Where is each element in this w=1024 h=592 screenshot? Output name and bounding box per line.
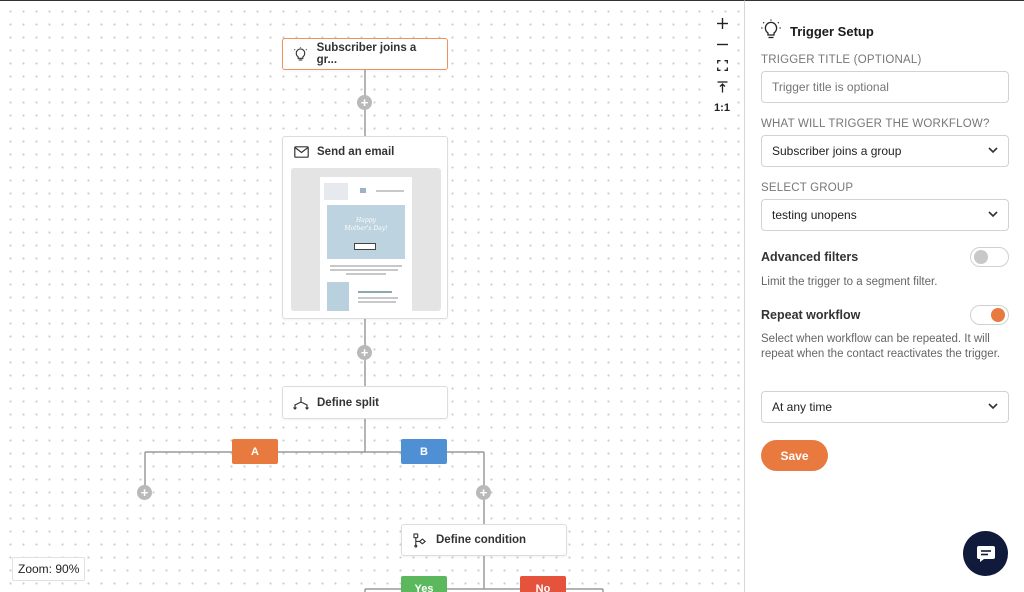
trigger-title-label: TRIGGER TITLE (OPTIONAL) — [761, 54, 922, 66]
split-icon — [293, 395, 309, 411]
workflow-canvas[interactable]: Subscriber joins a gr... + Send an email — [0, 0, 744, 592]
fit-screen-icon[interactable] — [710, 55, 734, 76]
chat-support-button[interactable] — [963, 531, 1008, 576]
email-logo-placeholder — [324, 183, 348, 200]
trigger-type-label: WHAT WILL TRIGGER THE WORKFLOW? — [761, 118, 990, 130]
chevron-down-icon — [988, 147, 998, 154]
add-step-button[interactable]: + — [137, 485, 152, 500]
trigger-title-field[interactable] — [761, 71, 1009, 103]
email-hero-line2: Mother's Day! — [344, 225, 388, 232]
zoom-in-button[interactable] — [710, 13, 734, 34]
save-button[interactable]: Save — [761, 440, 828, 471]
repeat-workflow-toggle[interactable] — [970, 305, 1009, 325]
email-thumbnail: Happy Mother's Day! — [320, 177, 412, 311]
email-secondary-image — [327, 282, 349, 311]
lightbulb-icon — [293, 46, 309, 62]
trigger-type-select[interactable]: Subscriber joins a group — [761, 135, 1009, 167]
add-step-button[interactable]: + — [357, 345, 372, 360]
lightbulb-icon — [761, 19, 781, 44]
email-node-label: Send an email — [317, 146, 395, 158]
repeat-workflow-title: Repeat workflow — [761, 308, 861, 322]
advanced-filters-description: Limit the trigger to a segment filter. — [761, 276, 938, 288]
repeat-workflow-description: Select when workflow can be repeated. It… — [761, 333, 1001, 360]
repeat-frequency-select[interactable]: At any time — [761, 391, 1009, 423]
toggle-knob — [974, 250, 988, 264]
advanced-filters-toggle[interactable] — [970, 247, 1009, 267]
group-value: testing unopens — [772, 208, 857, 222]
select-group-label: SELECT GROUP — [761, 182, 854, 194]
zoom-level: Zoom: 90% — [12, 557, 86, 581]
branch-a-tag[interactable]: A — [232, 439, 278, 464]
envelope-icon — [293, 144, 309, 160]
panel-header: Trigger Setup — [761, 19, 874, 44]
trigger-title-input[interactable] — [772, 80, 998, 94]
trigger-setup-panel: Trigger Setup TRIGGER TITLE (OPTIONAL) W… — [744, 0, 1024, 592]
advanced-filters-title: Advanced filters — [761, 250, 859, 264]
add-step-button[interactable]: + — [357, 95, 372, 110]
email-hero-line1: Happy — [356, 217, 376, 224]
condition-icon — [412, 532, 428, 548]
condition-node[interactable]: Define condition — [401, 524, 567, 556]
toggle-knob — [991, 308, 1005, 322]
email-hero-image: Happy Mother's Day! — [327, 205, 405, 259]
no-branch-tag[interactable]: No — [520, 576, 566, 592]
reset-zoom-button[interactable]: 1:1 — [714, 101, 730, 114]
trigger-type-value: Subscriber joins a group — [772, 144, 902, 158]
zoom-toolbar: 1:1 — [710, 13, 734, 118]
group-select[interactable]: testing unopens — [761, 199, 1009, 231]
chevron-down-icon — [988, 211, 998, 218]
panel-title: Trigger Setup — [790, 24, 874, 39]
split-node-label: Define split — [317, 396, 379, 409]
email-hero-button — [354, 243, 376, 250]
condition-node-label: Define condition — [436, 534, 527, 546]
trigger-node[interactable]: Subscriber joins a gr... — [282, 38, 448, 70]
chevron-down-icon — [988, 403, 998, 410]
split-node[interactable]: Define split — [282, 386, 448, 419]
branch-b-tag[interactable]: B — [401, 439, 447, 464]
add-step-button[interactable]: + — [476, 485, 491, 500]
align-icon[interactable] — [710, 76, 734, 97]
zoom-out-button[interactable] — [710, 34, 734, 55]
trigger-node-label: Subscriber joins a gr... — [316, 42, 417, 66]
email-node[interactable]: Send an email Happy Mother's Day! — [282, 136, 448, 319]
email-preview[interactable]: Happy Mother's Day! — [291, 168, 441, 311]
chat-bubble-icon — [976, 545, 995, 562]
yes-branch-tag[interactable]: Yes — [401, 576, 447, 592]
repeat-frequency-value: At any time — [772, 400, 833, 414]
